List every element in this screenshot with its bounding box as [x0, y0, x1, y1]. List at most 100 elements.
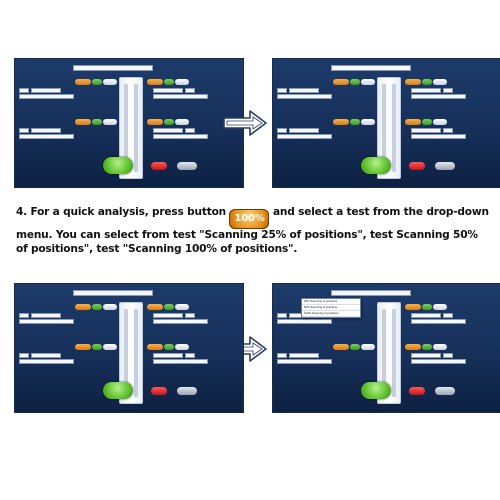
pill-white[interactable] [433, 79, 447, 85]
input[interactable] [185, 313, 195, 318]
pill-orange[interactable] [333, 119, 349, 125]
pill-green[interactable] [164, 79, 174, 85]
input[interactable] [185, 88, 195, 93]
exit-button[interactable] [409, 387, 425, 395]
input[interactable] [31, 353, 61, 358]
pill-green[interactable] [422, 119, 432, 125]
input[interactable] [185, 128, 195, 133]
input[interactable] [411, 313, 441, 318]
pill-green[interactable] [92, 344, 102, 350]
input[interactable] [411, 319, 466, 324]
new-test-button[interactable] [103, 382, 133, 399]
input[interactable] [411, 353, 441, 358]
input[interactable] [277, 128, 287, 133]
input[interactable] [31, 313, 61, 318]
input[interactable] [153, 359, 208, 364]
dropdown-option-50[interactable]: 50% Scanning of positions [302, 305, 360, 311]
pill-orange[interactable] [75, 304, 91, 310]
input[interactable] [443, 128, 453, 133]
pill-orange[interactable] [147, 304, 163, 310]
input[interactable] [277, 319, 332, 324]
quick-analysis-100-button[interactable]: 100% [229, 209, 270, 229]
input[interactable] [443, 313, 453, 318]
input[interactable] [411, 88, 441, 93]
exit-button[interactable] [409, 162, 425, 170]
input[interactable] [31, 88, 61, 93]
input[interactable] [19, 353, 29, 358]
dropdown-option-25[interactable]: 25% Scanning of positions [302, 299, 360, 305]
new-test-button[interactable] [103, 157, 133, 174]
pill-green[interactable] [92, 119, 102, 125]
input[interactable] [19, 128, 29, 133]
pill-white[interactable] [361, 344, 375, 350]
pill-orange[interactable] [147, 79, 163, 85]
input[interactable] [185, 353, 195, 358]
pill-white[interactable] [103, 119, 117, 125]
pill-orange[interactable] [405, 119, 421, 125]
pill-orange[interactable] [333, 79, 349, 85]
pill-white[interactable] [175, 119, 189, 125]
input[interactable] [443, 88, 453, 93]
input[interactable] [19, 94, 74, 99]
reset-button[interactable] [435, 387, 455, 395]
input[interactable] [153, 134, 208, 139]
input[interactable] [289, 128, 319, 133]
pill-white[interactable] [103, 79, 117, 85]
pill-orange[interactable] [75, 344, 91, 350]
input[interactable] [19, 88, 29, 93]
pill-white[interactable] [103, 304, 117, 310]
input[interactable] [277, 313, 287, 318]
input[interactable] [31, 128, 61, 133]
pill-green[interactable] [92, 304, 102, 310]
input[interactable] [19, 359, 74, 364]
pill-orange[interactable] [333, 344, 349, 350]
input[interactable] [443, 353, 453, 358]
input[interactable] [153, 353, 183, 358]
pill-white[interactable] [175, 344, 189, 350]
input[interactable] [277, 359, 332, 364]
pill-white[interactable] [433, 119, 447, 125]
input[interactable] [153, 128, 183, 133]
pill-orange[interactable] [405, 79, 421, 85]
input[interactable] [289, 88, 319, 93]
pill-green[interactable] [350, 119, 360, 125]
input[interactable] [19, 313, 29, 318]
pill-orange[interactable] [147, 344, 163, 350]
test-selector-dropdown[interactable] [73, 290, 153, 296]
input[interactable] [277, 94, 332, 99]
pill-orange[interactable] [405, 344, 421, 350]
pill-orange[interactable] [147, 119, 163, 125]
test-selector-dropdown[interactable] [73, 65, 153, 71]
pill-white[interactable] [361, 119, 375, 125]
input[interactable] [153, 319, 208, 324]
input[interactable] [19, 134, 74, 139]
pill-orange[interactable] [75, 79, 91, 85]
pill-white[interactable] [361, 79, 375, 85]
pill-white[interactable] [433, 344, 447, 350]
input[interactable] [277, 353, 287, 358]
pill-green[interactable] [92, 79, 102, 85]
input[interactable] [411, 359, 466, 364]
new-test-button[interactable] [361, 157, 391, 174]
exit-button[interactable] [151, 387, 167, 395]
test-selector-dropdown[interactable] [331, 65, 411, 71]
input[interactable] [411, 128, 441, 133]
pill-green[interactable] [422, 344, 432, 350]
pill-white[interactable] [433, 304, 447, 310]
reset-button[interactable] [177, 162, 197, 170]
input[interactable] [289, 353, 319, 358]
reset-button[interactable] [177, 387, 197, 395]
pill-green[interactable] [350, 79, 360, 85]
pill-green[interactable] [422, 79, 432, 85]
pill-green[interactable] [164, 304, 174, 310]
pill-green[interactable] [164, 119, 174, 125]
pill-green[interactable] [422, 304, 432, 310]
input[interactable] [411, 94, 466, 99]
input[interactable] [277, 134, 332, 139]
input[interactable] [153, 313, 183, 318]
pill-white[interactable] [175, 79, 189, 85]
pill-orange[interactable] [405, 304, 421, 310]
input[interactable] [277, 88, 287, 93]
pill-white[interactable] [103, 344, 117, 350]
reset-button[interactable] [435, 162, 455, 170]
